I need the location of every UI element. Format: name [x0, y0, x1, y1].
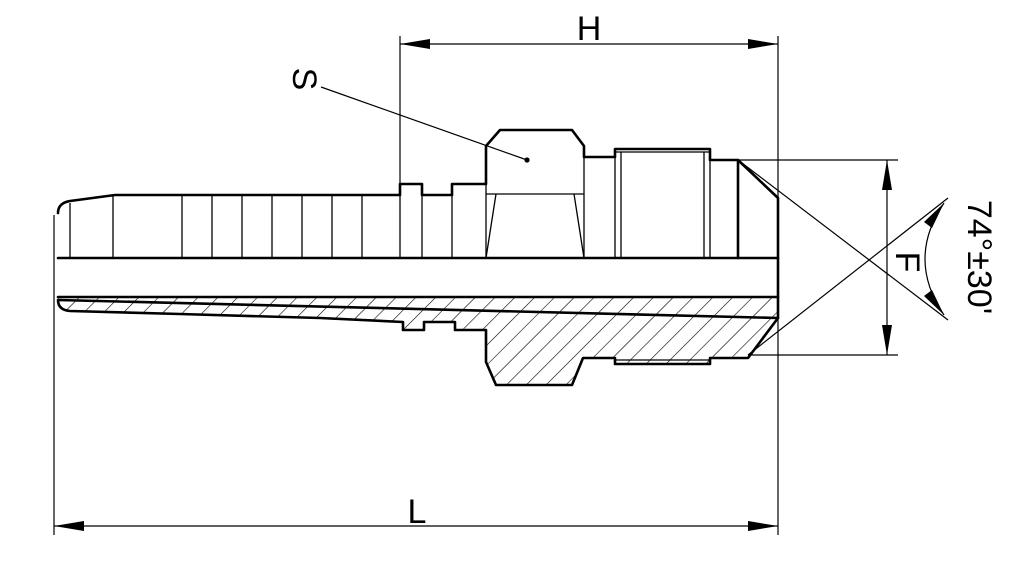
thread-section [614, 151, 711, 361]
dimension-h-label: H [577, 10, 602, 48]
hex-nut [485, 146, 585, 259]
serrations [69, 195, 453, 258]
dimension-l-label: L [408, 493, 427, 531]
dimension-l [53, 215, 779, 535]
dimension-h [399, 36, 779, 198]
dimension-f [738, 159, 898, 356]
leader-s [320, 86, 530, 163]
cone-angle-label: 74°±30' [960, 200, 998, 314]
section-hatch [58, 297, 778, 385]
leader-s-label: S [285, 68, 323, 91]
cone-angle [737, 159, 949, 356]
dimension-f-label: F [888, 252, 926, 273]
